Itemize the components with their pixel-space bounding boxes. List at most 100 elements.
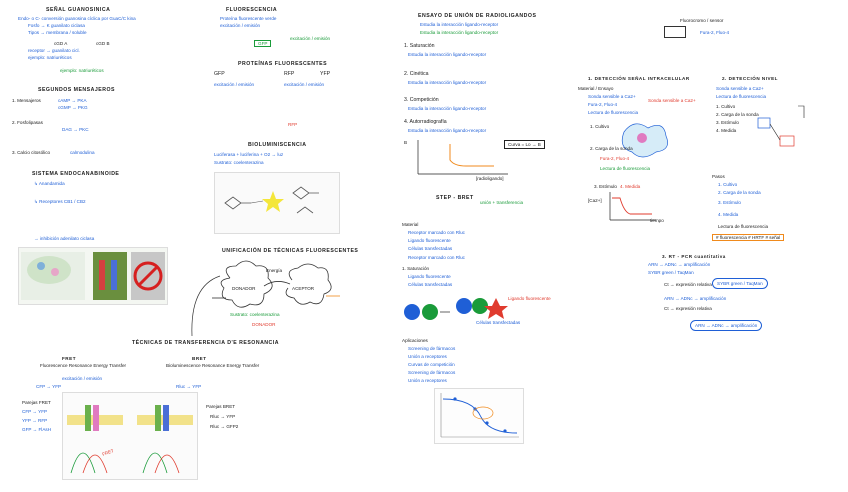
note-green: Lectura de fluorescencia: [600, 166, 651, 171]
note-line: Lectura de fluorescencia: [716, 94, 767, 99]
note-line: Bioluminescence Resonance Energy Transfe…: [166, 363, 260, 368]
list-item: 1. Cultivo: [590, 124, 610, 129]
curve-x-label: [radioligando]: [476, 176, 504, 181]
bubble-note: SYBR green / TaqMan: [712, 278, 768, 290]
section-title-unificacion: UNIFICACIÓN DE TÉCNICAS FLUORESCENTES: [222, 248, 359, 254]
list-item: 2. Carga de la sonda: [590, 146, 633, 151]
list-item: 4. Medida: [718, 212, 739, 217]
bioluminescence-figure: [214, 172, 340, 234]
note-green: excitación / emisión: [290, 36, 331, 41]
note-line: excitación / emisión: [284, 82, 325, 87]
endocannabinoid-figure: [18, 247, 168, 305]
subheading: 1. Saturación: [402, 266, 430, 271]
note-red: 4. Medida: [620, 184, 641, 189]
list-item: → inhibición adenilato ciclasa: [34, 236, 95, 241]
section-title-fluorescencia: FLUORESCENCIA: [226, 7, 278, 13]
list-item: DAG → PKC: [62, 127, 89, 132]
note-line: ejemplo: natriuréticos: [28, 55, 72, 60]
list-item: ↳ Anandamida: [34, 181, 65, 186]
note-line: excitación / emisión: [220, 23, 261, 28]
list-item: Receptor marcado con Rluc: [408, 230, 465, 235]
competition-curve-figure: [434, 388, 524, 444]
note-line: CFP → YFP: [36, 384, 62, 389]
cell-sensor-diagram: [621, 123, 668, 158]
top-note: Fluorocromo / sensor: [680, 18, 724, 23]
pasos-heading: Pasos: [712, 174, 725, 179]
material-heading: Material: [402, 222, 419, 227]
list-item: Receptor marcado con Rluc: [408, 255, 465, 260]
list-item: 3. Calcio citosólico: [12, 150, 51, 155]
note-line: Endo- o C- conversión guanosina cíclica …: [18, 16, 136, 21]
note-line: Tipos → membrana / soluble: [28, 30, 87, 35]
label-fret: FRET: [62, 356, 76, 361]
pair-item: GFP → FlAsH: [22, 427, 52, 432]
label-gfp: GFP: [214, 71, 225, 77]
section-title-rt-pcr: 3. RT - PCR cuantitativa: [662, 254, 726, 259]
note-red: RFP: [288, 122, 298, 127]
section-title-deteccion-senal: 1. DETECCIÓN SEÑAL INTRACELULAR: [588, 76, 690, 81]
section-title-transferencia: TÉCNICAS DE TRANSFERENCIA D'E RESONANCIA: [132, 340, 279, 346]
list-item: 2. Fosfolipasas: [12, 120, 43, 125]
pair-item: CFP → YFP: [22, 409, 48, 414]
list-item: Ct → expresión relativa: [664, 306, 712, 311]
note-line: Células transfectadas: [476, 320, 521, 325]
label-rfp: RFP: [284, 71, 295, 77]
note-line: excitación / emisión: [214, 82, 255, 87]
list-item: cAMP → PKA: [58, 98, 87, 103]
list-item: Ct → expresión relativa: [664, 282, 712, 287]
list-item: 1. Mensajeros: [12, 98, 41, 103]
tags-box: # fluorescencia # HRTF # señal: [712, 234, 785, 242]
label-energy: Energía: [266, 268, 283, 273]
time-axis-label: tiempo: [650, 218, 664, 223]
list-item: ↳ Receptores CB1 / CB2: [34, 199, 86, 204]
list-item: calmodulina: [70, 150, 95, 155]
list-item: 2. Carga de la sonda: [718, 190, 761, 195]
pairs-heading: Parejas BRET: [206, 404, 236, 409]
pair-item: YFP → RFP: [22, 418, 48, 423]
label-donor: DONADOR: [232, 286, 256, 291]
list-item: Unión a receptores: [408, 378, 447, 383]
note-green: Sustrato: coelenterazina: [230, 312, 280, 317]
section-title-endocanabinoide: SISTEMA ENDOCANABINOIDE: [32, 171, 120, 177]
ca-axis-label: [Ca2+]: [588, 198, 602, 203]
material-heading: Material / Ensayo: [578, 86, 614, 91]
list-item: cGMP → PKG: [58, 105, 88, 110]
note-line: Rluc → YFP: [176, 384, 202, 389]
nivel-diagram: [757, 105, 805, 147]
list-item: 1. Cultivo: [716, 104, 736, 109]
section-title-step-bret: STEP - BRET: [436, 195, 474, 201]
section-title-proteinas-fluorescentes: PROTEÍNAS FLUORESCENTES: [238, 61, 328, 67]
list-item: 3. Estímulo: [716, 120, 739, 125]
list-item: 3. Estímulo: [594, 184, 617, 189]
reaction-diagram: [224, 186, 319, 214]
section-title-deteccion-nivel: 2. DETECCIÓN NIVEL: [722, 76, 778, 81]
note-red: Ligando fluorescente: [508, 296, 551, 301]
list-item: Unión a receptores: [408, 354, 447, 359]
note-line: receptor → guanilato cicl.: [28, 48, 80, 53]
note-line: excitación / emisión: [62, 376, 103, 381]
note-green: Estudia la interacción ligando-receptor: [420, 30, 499, 35]
applications-heading: Aplicaciones: [402, 338, 428, 343]
note-line: Estudia la interacción ligando-receptor: [408, 52, 487, 57]
saturation-curve: [417, 140, 508, 175]
label-acceptor: ACEPTOR: [292, 286, 315, 291]
note-line: Sustrato: coelenterazina: [214, 160, 264, 165]
list-item: Curvas de competición: [408, 362, 455, 367]
list-item: Screening de fármacos: [408, 370, 456, 375]
synapse-diagram: [21, 252, 165, 300]
section-title-radioligandos: ENSAYO DE UNIÓN DE RADIOLIGANDOS: [418, 13, 537, 19]
fret-bret-figure: [62, 392, 198, 480]
list-item: 1. Cultivo: [718, 182, 738, 187]
bubble-note: ARN → ADNc → amplificación: [690, 320, 763, 332]
label-yfp: YFP: [320, 71, 331, 77]
boxed-note: GFP: [254, 40, 272, 48]
label-cgd-b: cGD B: [96, 41, 110, 46]
list-item: 3. Competición: [404, 97, 439, 103]
list-item: Células transfectadas: [408, 282, 453, 287]
note-line: Estudia la interacción ligando-receptor: [408, 128, 487, 133]
donor-acceptor-diagram: [212, 260, 340, 308]
list-item: ARN → ADNc → amplificación: [664, 296, 727, 301]
list-item: 2. Cinética: [404, 71, 429, 77]
list-item: Screening de fármacos: [408, 346, 456, 351]
list-item: 4. Medida: [716, 128, 737, 133]
